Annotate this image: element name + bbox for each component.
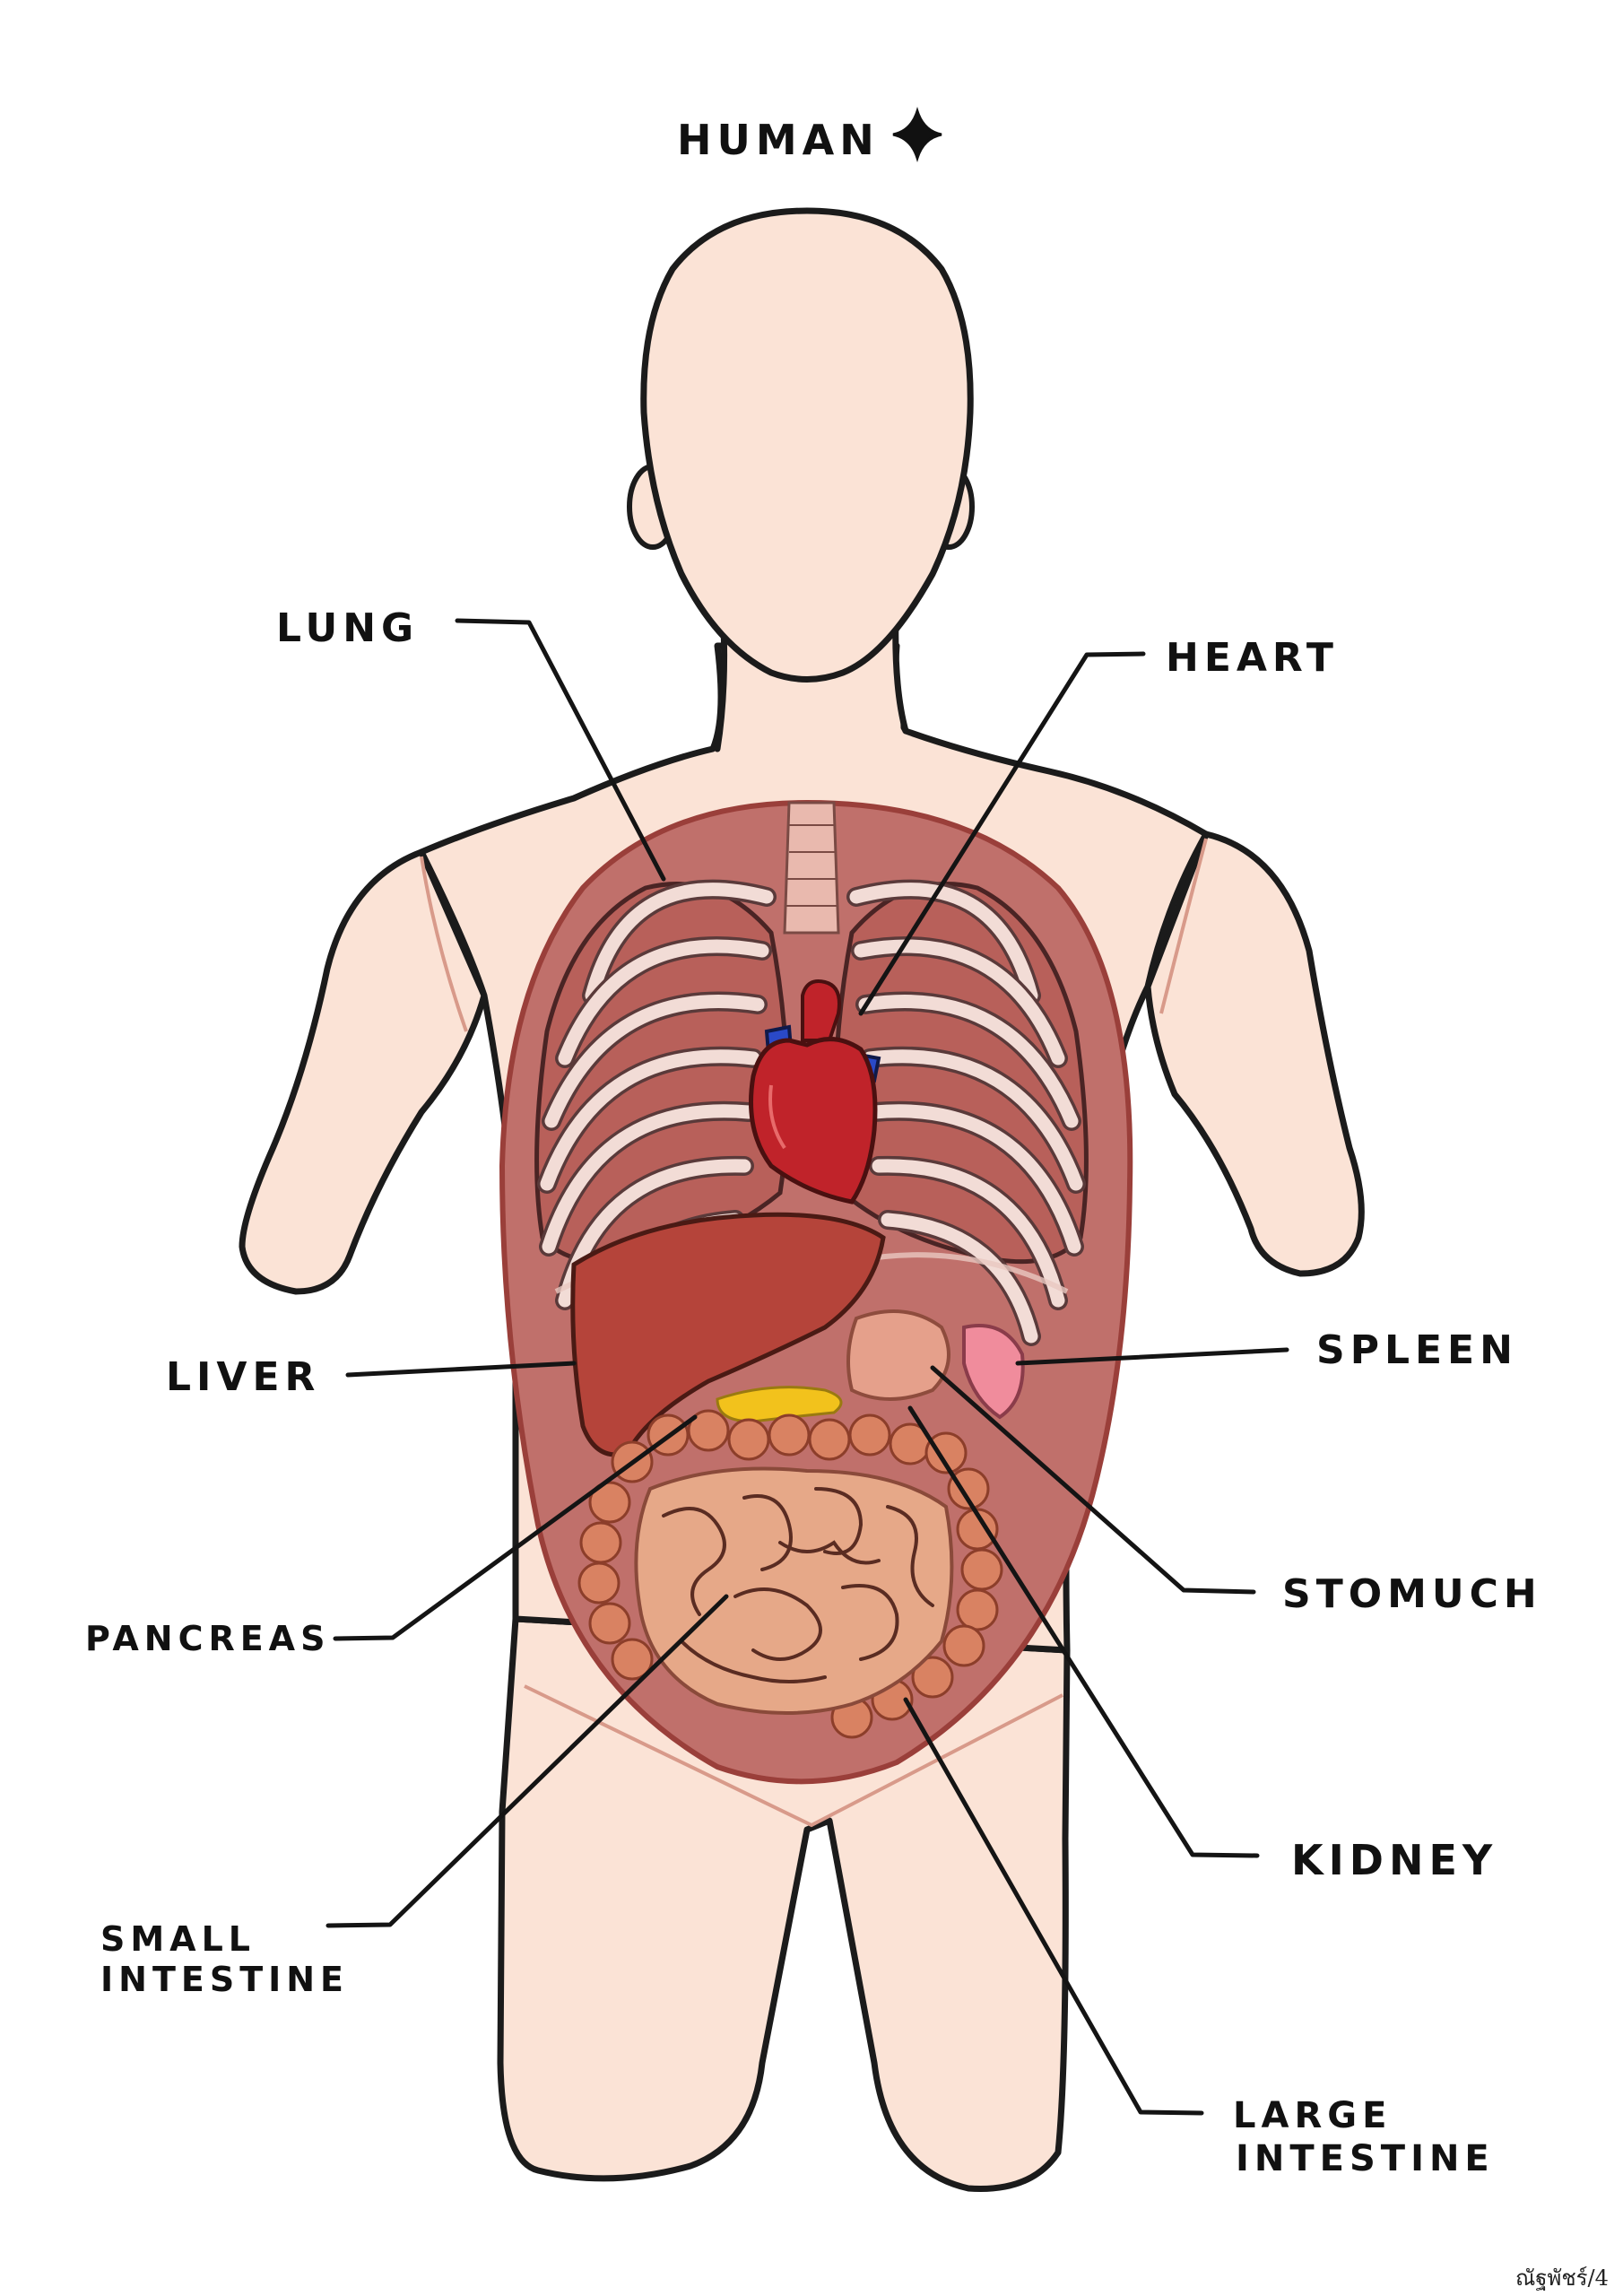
large-intestine-organ xyxy=(577,1409,1003,1739)
heart-organ xyxy=(749,979,881,1205)
label-kidney: KIDNEY xyxy=(1291,1836,1497,1884)
internal-organs xyxy=(499,799,1133,1785)
leader-lines xyxy=(325,618,1289,2116)
trachea-rings xyxy=(786,824,838,907)
spleen-organ xyxy=(962,1324,1025,1420)
organ-labels: LUNG HEART LIVER SPLEEN PANCREAS STOMUCH… xyxy=(85,605,1542,2179)
heart-leader xyxy=(858,651,1146,1016)
label-large-intestine-line1: LARGE xyxy=(1233,2095,1392,2136)
label-liver: LIVER xyxy=(166,1354,320,1400)
kidney-leader xyxy=(907,1405,1260,1858)
label-pancreas: PANCREAS xyxy=(85,1619,330,1658)
stomach-organ xyxy=(846,1309,950,1401)
lower-body xyxy=(497,1615,1071,2192)
four-point-star-icon xyxy=(892,107,942,162)
label-small-intestine-line1: SMALL xyxy=(100,1919,256,1959)
artist-signature: ณัฐพัชร์/4 xyxy=(1515,2266,1609,2291)
right-arm xyxy=(1144,831,1365,1277)
label-lung: LUNG xyxy=(276,605,419,651)
liver-organ xyxy=(570,1212,886,1457)
label-spleen: SPLEEN xyxy=(1316,1327,1518,1373)
liver-leader xyxy=(345,1361,577,1378)
trachea xyxy=(783,801,840,935)
lung-leader xyxy=(455,618,666,882)
stomach-leader xyxy=(930,1365,1256,1595)
small-intestine-leader xyxy=(325,1594,729,1928)
diagram-title: HUMAN xyxy=(677,116,880,164)
pancreas-leader xyxy=(333,1414,698,1641)
label-stomach: STOMUCH xyxy=(1282,1571,1542,1617)
left-shoulder-line xyxy=(420,856,468,1032)
head xyxy=(640,207,974,683)
right-shoulder-line xyxy=(1159,838,1208,1014)
heart-highlight xyxy=(768,1084,786,1150)
large-intestine-leader xyxy=(903,1697,1204,2116)
label-heart: HEART xyxy=(1166,635,1339,681)
left-arm xyxy=(239,848,488,1295)
small-intestine-organ xyxy=(634,1466,954,1715)
small-intestine-mass xyxy=(634,1466,954,1715)
heart-body xyxy=(749,1037,878,1205)
spleen-leader xyxy=(1015,1347,1289,1366)
label-small-intestine-line2: INTESTINE xyxy=(100,1960,349,1999)
heart-aorta xyxy=(801,979,841,1042)
label-large-intestine-line2: INTESTINE xyxy=(1236,2138,1495,2179)
groin-line xyxy=(524,1684,1063,1828)
